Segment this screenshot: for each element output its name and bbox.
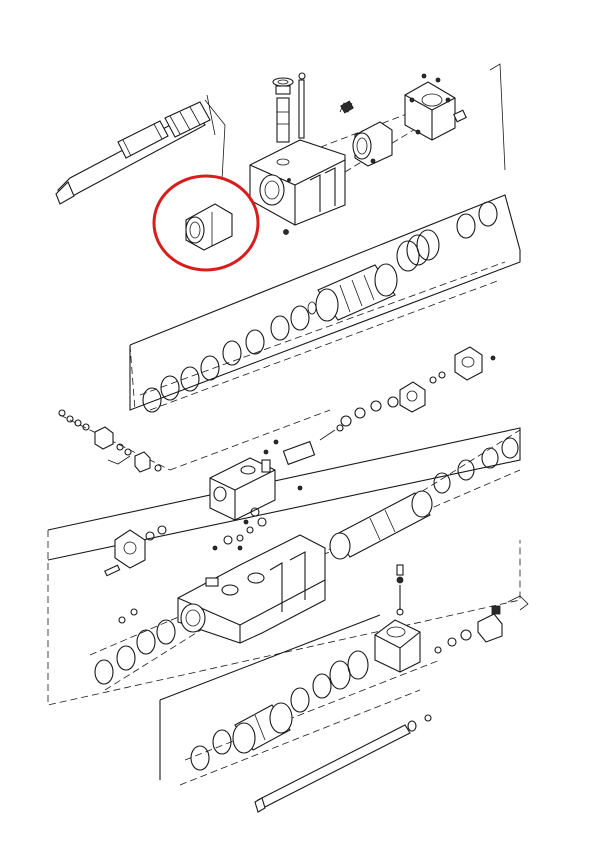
middle-right-o-rings [433,437,519,494]
top-right-bushing [352,121,393,167]
top-spool-pin [272,72,354,143]
bushing [185,203,233,251]
lower-end-cap [374,564,529,673]
right-caps-upper [340,346,496,427]
main-valve-body [177,507,326,644]
top-end-cover [404,73,467,141]
lower-o-rings [190,650,369,771]
top-valve-body [249,139,346,235]
long-rod [254,714,432,813]
lower-spool [232,702,293,754]
middle-spool-small [282,424,344,466]
highlight-circle [152,174,260,272]
left-small-parts [58,409,162,473]
upper-spool [307,263,398,322]
middle-valve-block [209,439,303,534]
left-cover-plate [104,525,167,577]
piston-shaft [55,101,211,205]
middle-left-o-rings [94,608,176,685]
upper-o-rings [142,201,498,413]
middle-long-spool [329,490,433,560]
